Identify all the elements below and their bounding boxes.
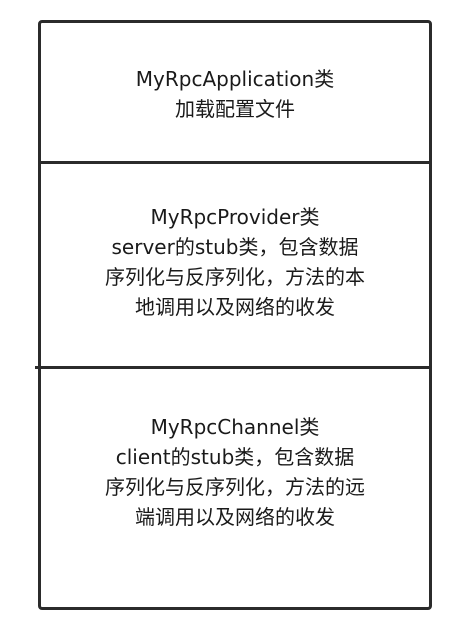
section-description: 加载配置文件 bbox=[175, 97, 295, 121]
section-title: MyRpcApplication类 bbox=[135, 67, 335, 91]
section-myrpcprovider: MyRpcProvider类 server的stub类，包含数据 序列化与反序列… bbox=[41, 164, 429, 366]
section-description-line: 序列化与反序列化，方法的远 bbox=[105, 475, 365, 499]
class-diagram-box: MyRpcApplication类 加载配置文件 MyRpcProvider类 … bbox=[35, 20, 432, 610]
section-description-line: client的stub类，包含数据 bbox=[115, 445, 355, 469]
section-description-line: 地调用以及网络的收发 bbox=[135, 295, 335, 319]
section-myrpcapplication: MyRpcApplication类 加载配置文件 bbox=[41, 23, 429, 161]
section-divider bbox=[41, 161, 429, 164]
section-description-line: server的stub类，包含数据 bbox=[111, 235, 359, 259]
section-description-line: 序列化与反序列化，方法的本 bbox=[105, 265, 365, 289]
section-text: MyRpcApplication类 加载配置文件 bbox=[136, 64, 334, 124]
section-divider bbox=[35, 366, 429, 369]
section-myrpcchannel: MyRpcChannel类 client的stub类，包含数据 序列化与反序列化… bbox=[41, 370, 429, 610]
section-title: MyRpcChannel类 bbox=[150, 415, 320, 439]
section-text: MyRpcChannel类 client的stub类，包含数据 序列化与反序列化… bbox=[105, 412, 365, 532]
section-title: MyRpcProvider类 bbox=[150, 205, 320, 229]
section-description-line: 端调用以及网络的收发 bbox=[135, 505, 335, 529]
section-text: MyRpcProvider类 server的stub类，包含数据 序列化与反序列… bbox=[105, 202, 365, 322]
